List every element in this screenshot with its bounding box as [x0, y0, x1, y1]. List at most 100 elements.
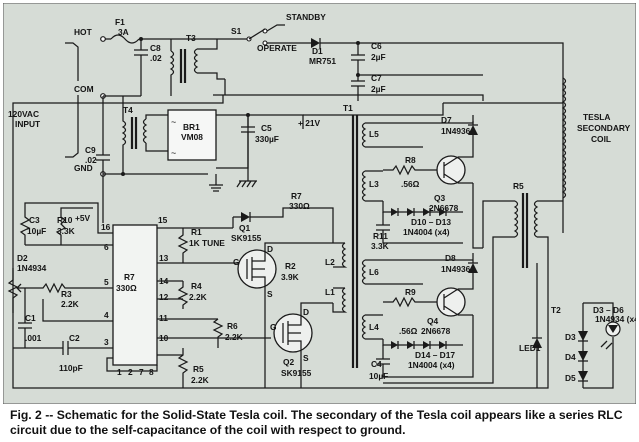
br1-ref: BR1	[183, 122, 200, 132]
plus5-label: +5V	[75, 213, 91, 223]
ic-pin-4: 4	[104, 310, 109, 320]
q1-g: G	[233, 257, 240, 267]
d2-value: SK9155	[231, 233, 262, 243]
c7-value: 2µF	[371, 84, 386, 94]
led1-ref: D3 – D6	[593, 305, 624, 315]
d5-ref: D4	[565, 352, 576, 362]
ic-pin-3: 3	[104, 337, 109, 347]
ic-pin-15: 15	[158, 215, 168, 225]
transformer-t4: T4	[121, 96, 168, 174]
r1-value-1: 1N4934	[17, 263, 47, 273]
q2-d: D	[303, 307, 309, 317]
ic-pin-13: 13	[159, 253, 169, 263]
capacitor-c4: C4 10µF	[369, 315, 474, 381]
r11-value: 10µF	[27, 226, 46, 236]
c2-value: 110pF	[59, 363, 83, 373]
r3-ref: R1	[191, 227, 202, 237]
schematic-background	[3, 3, 636, 404]
diode-d3: LED1	[519, 263, 542, 388]
l4-ref: L4	[369, 322, 379, 332]
r8-ref: R8	[405, 155, 416, 165]
resistor-r6: R6 2.2K	[212, 318, 243, 348]
winding-l6: L6	[361, 259, 473, 285]
ic1-value: 330Ω	[116, 283, 137, 293]
c3-ref: R11	[373, 231, 388, 241]
resistor-r4: R4 2.2K	[177, 281, 207, 309]
d4-ref: D3	[565, 332, 576, 342]
ground-symbol-2	[236, 168, 257, 188]
c6-value: 2µF	[371, 52, 386, 62]
c6-ref: C6	[371, 41, 382, 51]
l6-ref: L6	[369, 267, 379, 277]
ic-pin-11: 11	[159, 313, 168, 323]
s1-operate: OPERATE	[257, 43, 297, 53]
tesla-secondary-coil: TESLA SECONDARY COIL	[537, 77, 631, 202]
c9-value: .02	[85, 155, 97, 165]
t2-ref: R5	[513, 181, 524, 191]
led-tune: D3 – D6 1N4934 (x4)	[583, 302, 636, 350]
l2-ref: L2	[325, 257, 335, 267]
r8-value: .56Ω	[401, 179, 420, 189]
r6-value: 2.2K	[225, 332, 243, 342]
c8-value: .02	[150, 53, 162, 63]
d8-ref: D8	[445, 253, 456, 263]
resistor-r1: D2 1N4934	[7, 253, 47, 313]
diode-d7: D7 1N4936	[441, 115, 478, 148]
capacitor-c3: R11 3.3K	[371, 212, 463, 251]
plus21-label: + 21V	[298, 118, 321, 128]
q1-ref: R2	[285, 261, 296, 271]
d14-ref: D14 – D17	[415, 350, 455, 360]
r2-value: 2.2K	[61, 299, 79, 309]
hot-terminal	[100, 36, 106, 42]
br1-ac-mark-bottom: ~	[171, 148, 176, 158]
c3-value: 3.3K	[371, 241, 389, 251]
q3-value: 2N6678	[429, 203, 459, 213]
q2-g: G	[270, 322, 277, 332]
transformer-t1: T1	[343, 103, 359, 368]
l1-ref: L1	[325, 287, 335, 297]
r9-value: .56Ω	[399, 326, 418, 336]
d1-ref: D1	[312, 46, 323, 56]
q1-value: 3.9K	[281, 272, 299, 282]
c8-ref: C8	[150, 43, 161, 53]
c7-ref: C7	[371, 73, 382, 83]
br1-ac-mark-top: ~	[171, 117, 176, 127]
q4-ref: Q4	[427, 316, 439, 326]
resistor-r2: R3 2.2K	[25, 282, 113, 309]
c5-value: 330µF	[255, 134, 279, 144]
r4-value: 2.2K	[189, 292, 207, 302]
d7-value: 1N4936	[441, 126, 471, 136]
d8-value: 1N4936	[441, 264, 471, 274]
c5-ref: C5	[261, 123, 272, 133]
r6-ref: R6	[227, 321, 238, 331]
diode-string-d4-d6: D3 D4 D5	[565, 303, 588, 388]
r2-ref: R3	[61, 289, 72, 299]
input-label-1: 120VAC	[8, 109, 39, 119]
gnd-label: GND	[74, 163, 93, 173]
s1-standby: STANDBY	[286, 12, 326, 22]
r3-value: 1K TUNE	[189, 238, 225, 248]
ic-pin-2: 2	[128, 367, 133, 377]
s1-ref: S1	[231, 26, 242, 36]
ic-pin-1: 1	[117, 367, 122, 377]
ic-pin-6: 6	[104, 242, 109, 252]
r10-ref: R10	[57, 215, 73, 225]
t1-ref: T1	[343, 103, 353, 113]
figure-caption: Fig. 2 -- Schematic for the Solid-State …	[10, 408, 623, 437]
q1-s: S	[267, 289, 273, 299]
winding-l2: L2	[325, 242, 348, 268]
resistor-r3: R1 1K TUNE	[177, 227, 225, 263]
capacitor-c1: C1 .001	[18, 288, 42, 348]
q2-ref: Q2	[283, 357, 295, 367]
schematic: 120VAC INPUT HOT COM GND F1 3A C8 .02 T3	[3, 3, 636, 404]
ic-pin-8: 8	[149, 367, 154, 377]
f1-label: F1	[115, 17, 125, 27]
q3-ref: Q3	[434, 193, 446, 203]
transistor-q3: Q3 2N6678	[429, 148, 474, 213]
winding-l4: L4	[361, 314, 383, 340]
d3d6-ref: T2	[551, 305, 561, 315]
diode-d2: Q1 SK9155	[231, 207, 334, 243]
resistor-r10: R10 3.3K	[55, 207, 93, 245]
d1-value: MR751	[309, 56, 336, 66]
